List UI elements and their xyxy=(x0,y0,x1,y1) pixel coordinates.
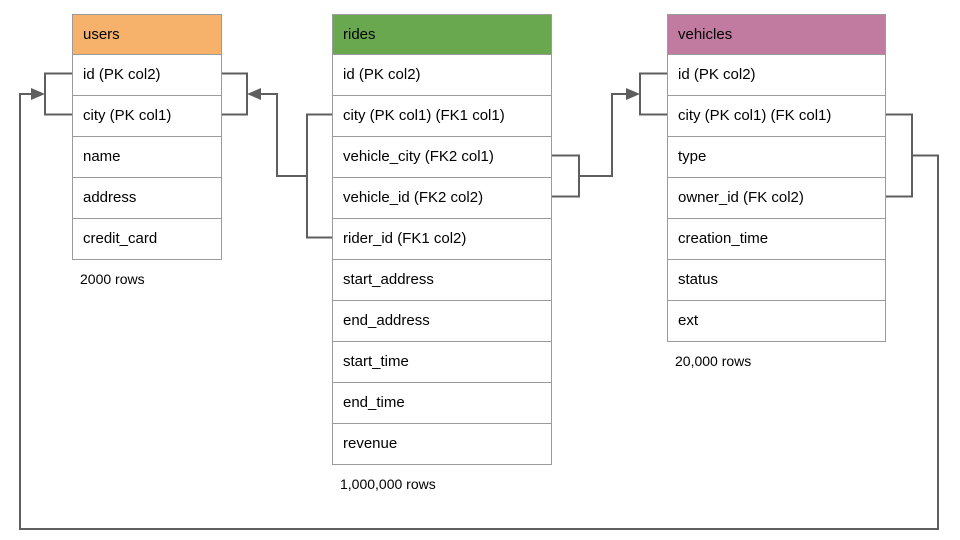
table-row: city (PK col1) (FK1 col1) xyxy=(333,95,551,136)
rides-left-bracket xyxy=(306,113,332,239)
table-row: owner_id (FK col2) xyxy=(668,177,885,218)
table-vehicles-columns: id (PK col2)city (PK col1) (FK col1)type… xyxy=(668,54,885,341)
vehicles-right-bracket xyxy=(886,113,913,198)
table-row: end_time xyxy=(333,382,551,423)
table-users-row-count: 2000 rows xyxy=(80,271,145,287)
table-row: creation_time xyxy=(668,218,885,259)
table-row: status xyxy=(668,259,885,300)
table-vehicles-header: vehicles xyxy=(668,15,885,54)
table-row: rider_id (FK1 col2) xyxy=(333,218,551,259)
fk1-rides-to-users-connector xyxy=(222,72,332,239)
table-users-header: users xyxy=(73,15,221,54)
table-row: name xyxy=(73,136,221,177)
fk1-line xyxy=(260,93,307,177)
table-rides-header: rides xyxy=(333,15,551,54)
table-row: vehicle_city (FK2 col1) xyxy=(333,136,551,177)
table-row: credit_card xyxy=(73,218,221,259)
table-vehicles: vehicles id (PK col2)city (PK col1) (FK … xyxy=(667,14,886,369)
arrowhead-into-users-right xyxy=(247,88,261,100)
users-left-bracket xyxy=(44,72,72,116)
table-row: start_time xyxy=(333,341,551,382)
arrowhead-into-users-left xyxy=(31,88,45,100)
table-row: type xyxy=(668,136,885,177)
table-rides-columns: id (PK col2)city (PK col1) (FK1 col1)veh… xyxy=(333,54,551,464)
table-row: id (PK col2) xyxy=(668,54,885,95)
table-row: start_address xyxy=(333,259,551,300)
table-row: id (PK col2) xyxy=(73,54,221,95)
table-row: city (PK col1) (FK col1) xyxy=(668,95,885,136)
table-rides: rides id (PK col2)city (PK col1) (FK1 co… xyxy=(332,14,552,492)
table-vehicles-row-count: 20,000 rows xyxy=(675,353,752,369)
table-row: ext xyxy=(668,300,885,341)
users-right-bracket xyxy=(222,72,248,116)
table-row: address xyxy=(73,177,221,218)
arrowhead-into-vehicles-left xyxy=(626,88,640,100)
table-row: end_address xyxy=(333,300,551,341)
table-row: city (PK col1) xyxy=(73,95,221,136)
table-rides-box: rides id (PK col2)city (PK col1) (FK1 co… xyxy=(332,14,552,465)
fk2-line xyxy=(579,93,627,177)
table-row: id (PK col2) xyxy=(333,54,551,95)
table-row: revenue xyxy=(333,423,551,464)
table-rides-row-count: 1,000,000 rows xyxy=(340,476,436,492)
table-vehicles-box: vehicles id (PK col2)city (PK col1) (FK … xyxy=(667,14,886,342)
fk2-rides-to-vehicles-connector xyxy=(552,72,667,198)
vehicles-left-bracket xyxy=(639,72,667,116)
rides-right-bracket xyxy=(552,154,580,198)
table-row: vehicle_id (FK2 col2) xyxy=(333,177,551,218)
